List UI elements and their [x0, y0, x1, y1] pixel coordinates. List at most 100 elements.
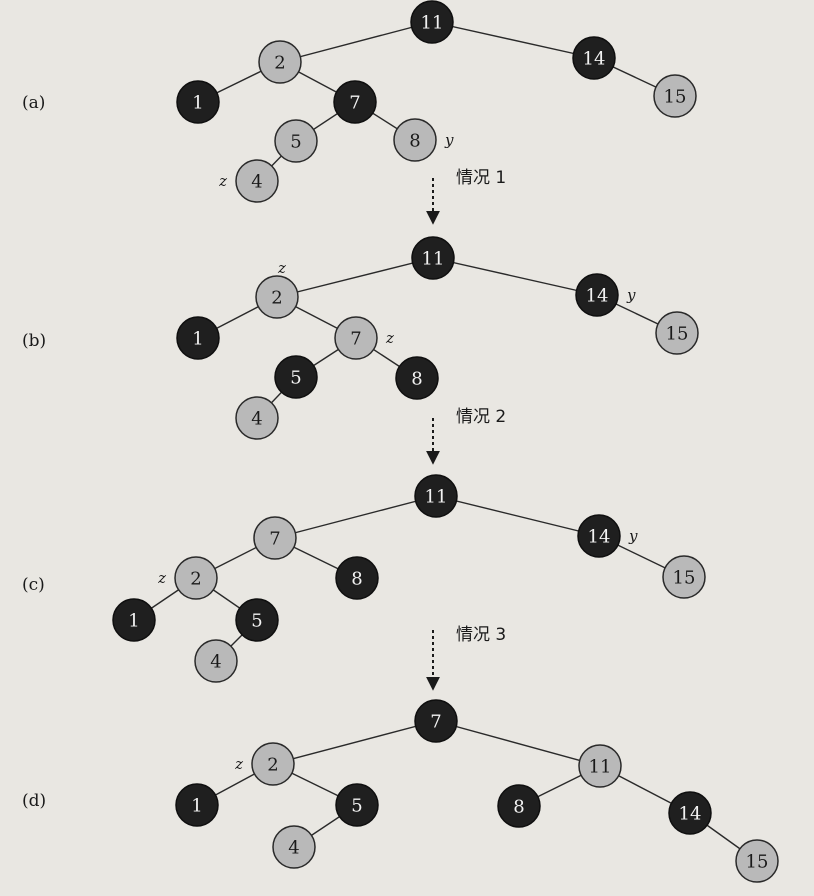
node-circle: [176, 316, 220, 360]
node-key: 8: [351, 569, 362, 590]
pointer-label-z: z: [157, 569, 166, 587]
tree-edge: [274, 495, 437, 539]
black-node-1: 1: [175, 783, 219, 827]
node-circle: [414, 699, 458, 743]
red-node-11: 11: [578, 744, 622, 788]
node-circle: [253, 516, 297, 560]
node-key: 2: [267, 755, 278, 776]
pointer-label-y: y: [444, 131, 454, 149]
node-key: 2: [190, 569, 201, 590]
node-key: 7: [430, 712, 441, 733]
node-key: 4: [210, 652, 221, 673]
node-key: 11: [425, 487, 448, 508]
node-key: 11: [421, 13, 444, 34]
panel-label: (c): [22, 575, 45, 595]
node-key: 4: [288, 838, 299, 859]
black-node-8: 8: [335, 556, 379, 600]
node-key: 14: [583, 49, 606, 70]
black-node-14: 14: [577, 514, 621, 558]
node-circle: [274, 355, 318, 399]
black-node-7: 7: [414, 699, 458, 743]
node-key: 7: [269, 529, 280, 550]
node-key: 8: [513, 797, 524, 818]
node-circle: [655, 311, 699, 355]
black-node-1: 1: [176, 316, 220, 360]
black-node-11: 11: [414, 474, 458, 518]
node-key: 1: [192, 329, 203, 350]
node-key: 14: [588, 527, 611, 548]
red-node-4: 4: [235, 396, 279, 440]
node-circle: [274, 119, 318, 163]
black-node-7: 7: [333, 80, 377, 124]
node-circle: [410, 0, 454, 44]
node-circle: [414, 474, 458, 518]
red-node-7: 7: [334, 316, 378, 360]
red-node-15: 15: [655, 311, 699, 355]
node-key: 15: [666, 324, 689, 345]
node-key: 11: [589, 757, 612, 778]
node-circle: [572, 36, 616, 80]
pointer-label-z: z: [234, 755, 243, 773]
node-circle: [235, 159, 279, 203]
node-key: 14: [586, 286, 609, 307]
node-circle: [668, 791, 712, 835]
black-node-11: 11: [411, 236, 455, 280]
pointer-label-z: z: [385, 329, 394, 347]
node-circle: [194, 639, 238, 683]
node-circle: [411, 236, 455, 280]
node-key: 4: [251, 409, 262, 430]
black-node-1: 1: [176, 80, 220, 124]
node-circle: [272, 825, 316, 869]
tree-edge: [431, 21, 595, 59]
panel-label: (d): [22, 791, 46, 811]
node-key: 4: [251, 172, 262, 193]
node-circle: [235, 396, 279, 440]
transition-2: 情况 2: [426, 407, 506, 465]
node-circle: [735, 839, 779, 883]
node-key: 7: [350, 329, 361, 350]
red-node-8: 8: [393, 118, 437, 162]
node-key: 8: [409, 131, 420, 152]
node-circle: [258, 40, 302, 84]
node-circle: [577, 514, 621, 558]
tree-edge: [432, 257, 598, 296]
node-circle: [653, 74, 697, 118]
tree-edge: [435, 495, 600, 537]
node-circle: [251, 742, 295, 786]
node-key: 8: [411, 369, 422, 390]
black-node-14: 14: [575, 273, 619, 317]
pointer-label-z: z: [218, 172, 227, 190]
node-circle: [393, 118, 437, 162]
black-node-5: 5: [274, 355, 318, 399]
node-circle: [395, 356, 439, 400]
red-node-5: 5: [274, 119, 318, 163]
node-circle: [174, 556, 218, 600]
node-key: 7: [349, 93, 360, 114]
node-key: 5: [290, 368, 301, 389]
red-node-4: 4: [194, 639, 238, 683]
black-node-5: 5: [335, 783, 379, 827]
pointer-label-z: z: [277, 259, 286, 277]
red-node-2: 2: [255, 275, 299, 319]
node-key: 11: [422, 249, 445, 270]
node-circle: [175, 783, 219, 827]
tree-edge: [435, 720, 601, 767]
red-node-2: 2: [258, 40, 302, 84]
pointer-label-y: y: [628, 527, 638, 545]
node-key: 1: [128, 611, 139, 632]
case-label: 情况 1: [456, 168, 506, 188]
node-key: 15: [673, 568, 696, 589]
red-node-4: 4: [272, 825, 316, 869]
node-circle: [578, 744, 622, 788]
red-node-2: 2: [174, 556, 218, 600]
transition-1: 情况 1: [426, 168, 506, 225]
node-circle: [335, 783, 379, 827]
panel-label: (b): [22, 331, 46, 351]
red-node-15: 15: [735, 839, 779, 883]
